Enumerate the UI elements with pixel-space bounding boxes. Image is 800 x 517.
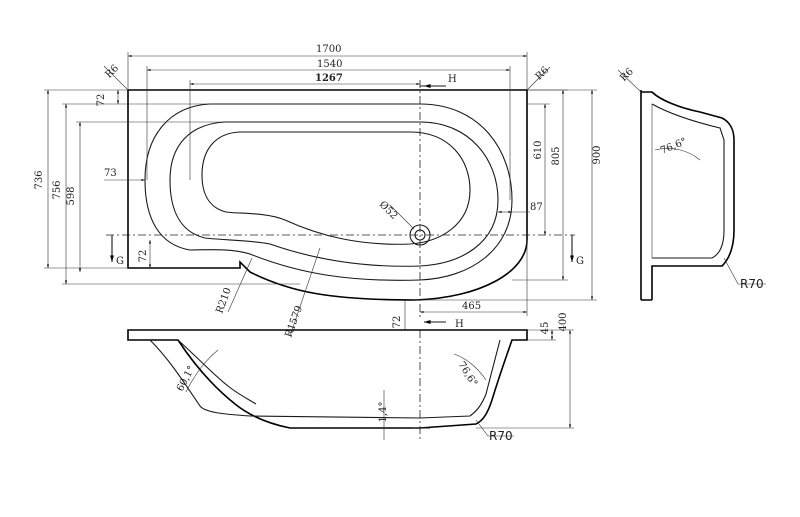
- front-angle-left-arc: [185, 349, 219, 393]
- front-angle-bottom: 1,4°: [378, 402, 389, 423]
- dim-45: 45: [540, 322, 551, 335]
- dim-72-bottom: 72: [392, 316, 403, 329]
- dim-1540: 1540: [317, 59, 342, 70]
- drain-diameter: Ø52: [377, 199, 400, 222]
- section-h-bottom-label: H: [455, 319, 464, 330]
- r6-right-leader: [526, 66, 551, 91]
- plan-basin-edge: [144, 103, 513, 281]
- front-angle-right-arc: [453, 353, 487, 381]
- drain-leader: [389, 204, 415, 230]
- front-radius-r70: R70: [489, 429, 513, 443]
- front-section-outline: [127, 329, 528, 429]
- dim-805: 805: [551, 146, 562, 165]
- dim-73: 73: [104, 168, 117, 179]
- section-h-top-label: H: [448, 74, 457, 85]
- radius-r1579: R1579: [283, 304, 305, 339]
- side-section-view: 76,6° R6 R70: [617, 66, 766, 301]
- side-section-outline: [640, 90, 735, 301]
- side-radius-r6: R6: [618, 66, 636, 84]
- side-section-inner: [651, 103, 725, 259]
- dim-736: 736: [34, 170, 45, 189]
- dim-465: 465: [462, 301, 481, 312]
- side-r6-leader: [617, 69, 642, 93]
- dim-72-top: 72: [96, 94, 107, 107]
- dim-87: 87: [530, 202, 543, 213]
- dim-72-left: 72: [138, 250, 149, 263]
- plan-basin-floor: [201, 131, 471, 245]
- radius-r6-left: R6: [104, 63, 122, 81]
- front-section-view: 45 400 60,1° 1,4° 76,6° R70: [127, 312, 574, 443]
- radius-r210: R210: [214, 286, 233, 315]
- front-angle-left: 60,1°: [175, 364, 198, 393]
- dim-598: 598: [66, 186, 77, 205]
- plan-view: G G H H 1700 1540 1267 R6 R6 736: [34, 44, 603, 339]
- dim-400: 400: [558, 312, 569, 331]
- dim-756: 756: [52, 180, 63, 199]
- r6-left-leader: [103, 65, 129, 91]
- plan-outer-rim: [127, 89, 528, 301]
- section-g-right-label: G: [576, 256, 584, 267]
- front-section-inner: [149, 339, 501, 419]
- r210-leader: [227, 257, 253, 313]
- plan-basin-inner: [169, 121, 499, 267]
- dim-900: 900: [592, 145, 603, 164]
- side-radius-r70: R70: [740, 277, 764, 291]
- dim-610: 610: [533, 140, 544, 159]
- front-r70-leader: [475, 419, 489, 437]
- front-angle-right: 76,6°: [455, 360, 479, 389]
- side-r70-leader: [723, 257, 739, 285]
- radius-r6-right: R6: [534, 65, 552, 83]
- side-angle: 76,6°: [659, 136, 688, 156]
- dim-1700: 1700: [316, 44, 341, 55]
- front-section-seat: [177, 339, 257, 405]
- r1579-leader: [289, 247, 321, 337]
- dim-1267: 1267: [315, 73, 343, 84]
- side-angle-arc: [654, 148, 701, 161]
- section-g-left-label: G: [116, 256, 124, 267]
